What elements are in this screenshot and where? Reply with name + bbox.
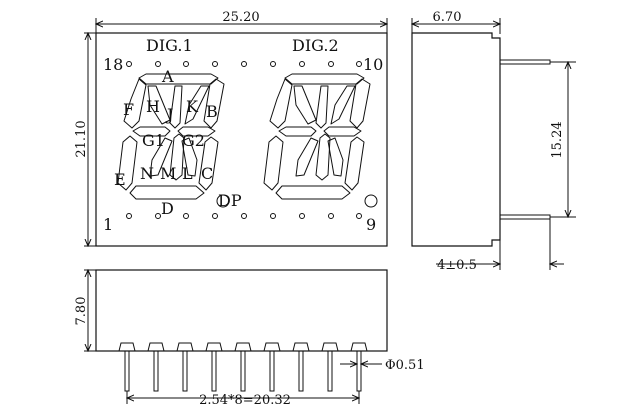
bottom-view: 7.80 Φ0.51 2.54*8=20.32 — [74, 270, 425, 408]
seg-label-k: K — [186, 97, 199, 116]
pin-9-label: 9 — [366, 215, 376, 234]
side-body — [411, 32, 501, 247]
seg-label-a: A — [161, 67, 174, 86]
height-dimension: 21.10 — [74, 120, 89, 157]
side-pin-top — [499, 59, 551, 65]
seg-label-j: J — [165, 105, 173, 124]
seg-label-b: B — [206, 102, 218, 121]
bottom-height-dimension: 7.80 — [74, 297, 89, 326]
seg-label-n: N — [140, 164, 154, 183]
side-view: 6.70 15.24 4±0.5 — [412, 10, 576, 273]
pin-pitch-dimension: 2.54*8=20.32 — [199, 393, 291, 408]
top-pin-dots — [126, 61, 362, 67]
front-view: 25.20 21.10 DIG.1 DIG.2 18 10 1 9 — [74, 10, 387, 246]
seg-label-g2: G2 — [182, 131, 205, 150]
seg-label-h: H — [146, 97, 160, 116]
dp-1-dot — [216, 194, 230, 208]
seg-label-c: C — [201, 164, 213, 183]
pin-18-label: 18 — [103, 55, 123, 74]
bottom-body — [95, 269, 388, 352]
digit-1-segments — [117, 73, 225, 200]
display-body — [95, 32, 388, 247]
digit-2-segments — [263, 73, 371, 200]
pin-diameter-dimension: Φ0.51 — [385, 358, 425, 373]
pin-row-spacing: 15.24 — [550, 121, 565, 158]
seg-label-d: D — [161, 199, 174, 218]
seg-label-f: F — [123, 100, 134, 119]
pin-length-dimension: 4±0.5 — [437, 258, 477, 273]
pin-10-label: 10 — [363, 55, 383, 74]
bottom-pins — [118, 342, 368, 392]
width-dimension: 25.20 — [222, 10, 259, 25]
pin-1-label: 1 — [103, 215, 113, 234]
digit-2-label: DIG.2 — [292, 36, 339, 55]
seg-label-e: E — [114, 170, 126, 189]
side-pin-bottom — [499, 214, 551, 220]
depth-dimension: 6.70 — [433, 10, 462, 25]
seg-label-l: L — [182, 164, 193, 183]
digit-1-label: DIG.1 — [146, 36, 193, 55]
seg-label-g1: G1 — [142, 131, 165, 150]
seg-label-m: M — [160, 164, 176, 183]
bottom-pin-dots — [126, 213, 362, 219]
dp-2-dot — [364, 194, 378, 208]
seg-label-dp: DP — [218, 191, 242, 210]
